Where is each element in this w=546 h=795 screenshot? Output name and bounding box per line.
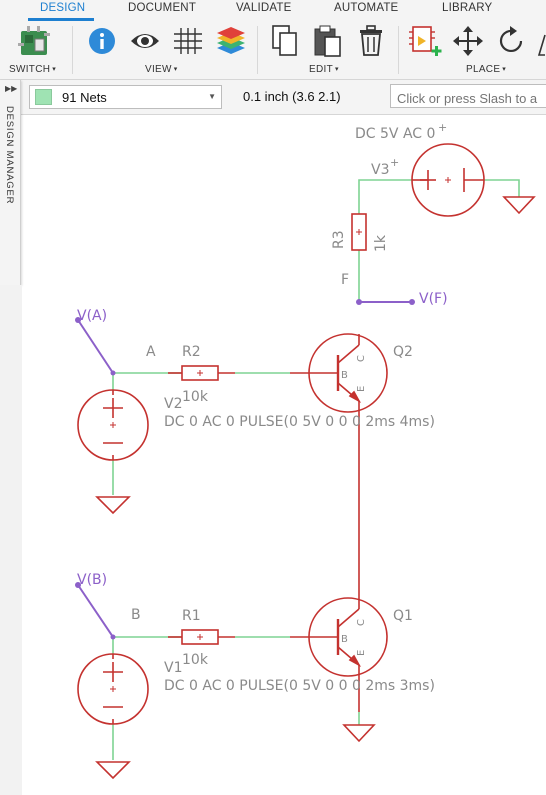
eye-icon[interactable] [129,27,161,55]
tab-document[interactable]: DOCUMENT [128,2,197,14]
copy-icon[interactable] [270,24,300,58]
q1-pin-e: E [356,650,367,656]
q2-name: Q2 [393,344,413,360]
design-manager-label: DESIGN MANAGER [4,106,15,205]
net-label-leaders [77,301,412,638]
v1-value: DC 0 AC 0 PULSE(0 5V 0 0 0 2ms 3ms) [164,678,435,694]
grid-coordinate-readout: 0.1 inch (3.6 2.1) [243,89,341,104]
tab-design[interactable]: DESIGN [40,2,86,14]
origin-cross: + [390,156,399,169]
chevron-down-icon: ▼ [208,92,216,101]
source-v1[interactable] [77,653,149,725]
ribbon-toolbar: DESIGN DOCUMENT VALIDATE AUTOMATE LIBRAR… [0,0,546,80]
command-input[interactable] [390,84,546,108]
mirror-icon[interactable] [537,33,546,61]
expand-arrows-icon[interactable]: ▶▶ [5,84,18,93]
ground-symbol [95,761,131,780]
v3-value: DC 5V AC 0 [355,126,435,142]
v2-name: V2 [164,396,182,412]
net-color-swatch [35,89,52,105]
place-component-icon[interactable] [409,24,443,58]
resistor-r3[interactable] [351,213,367,251]
r2-name: R2 [182,344,201,360]
node-label-a: A [146,344,156,360]
paste-icon[interactable] [312,24,344,58]
schematic-canvas[interactable]: DC 5V AC 0 + V3 + R3 1k F A R2 10k Q2 V2… [0,115,546,795]
r1-name: R1 [182,608,201,624]
layers-icon[interactable] [214,24,248,58]
net-leader-vb [77,584,114,638]
resistor-r1[interactable] [168,629,235,645]
separator [72,26,73,74]
r3-name: R3 [331,230,347,249]
tab-automate[interactable]: AUTOMATE [334,2,399,14]
r3-value: 1k [373,234,389,252]
group-view[interactable]: VIEW▾ [145,64,178,75]
v1-name: V1 [164,660,182,676]
move-icon[interactable] [452,25,484,57]
node-label-f: F [341,272,349,288]
switch-board-icon[interactable] [18,25,52,59]
q1-name: Q1 [393,608,413,624]
active-tab-indicator [28,18,94,21]
grid-icon[interactable] [173,27,203,55]
net-count-label: 91 Nets [62,90,107,105]
r1-value: 10k [182,652,209,668]
separator [257,26,258,74]
net-label-vf[interactable]: V(F) [419,291,448,307]
source-v2[interactable] [77,389,149,461]
separator [398,26,399,74]
junctions [75,299,415,640]
q2-pin-c: C [356,355,367,362]
trash-icon[interactable] [356,24,386,58]
rotate-icon[interactable] [496,25,528,57]
ground-symbol [502,196,536,215]
transistor-q1[interactable] [290,597,388,712]
q2-pin-b: B [341,370,348,381]
group-edit[interactable]: EDIT▾ [309,64,339,75]
net-label-vb[interactable]: V(B) [77,572,107,588]
design-manager-panel[interactable]: ▶▶ DESIGN MANAGER [0,80,21,285]
v2-value: DC 0 AC 0 PULSE(0 5V 0 0 0 2ms 4ms) [164,414,435,430]
wire [484,179,520,197]
r2-value: 10k [182,389,209,405]
tab-library[interactable]: LIBRARY [442,2,493,14]
wire [358,179,412,214]
node-label-b: B [131,607,141,623]
net-class-selector[interactable]: 91 Nets ▼ [29,85,222,109]
q1-pin-b: B [341,634,348,645]
group-switch[interactable]: SWITCH▾ [9,64,57,75]
net-label-va[interactable]: V(A) [77,308,107,324]
group-place[interactable]: PLACE▾ [466,64,507,75]
canvas-gutter [0,285,22,795]
tab-validate[interactable]: VALIDATE [236,2,292,14]
info-icon[interactable] [88,27,116,55]
source-v3[interactable] [411,143,485,217]
q2-pin-e: E [356,386,367,392]
transistor-q2[interactable] [290,333,388,413]
ground-symbol [95,496,131,515]
resistor-r2[interactable] [168,365,235,381]
net-leader-va [77,319,114,374]
ground-symbol [342,724,376,743]
origin-cross: + [438,121,447,134]
v3-name: V3 [371,162,389,178]
q1-pin-c: C [356,619,367,626]
